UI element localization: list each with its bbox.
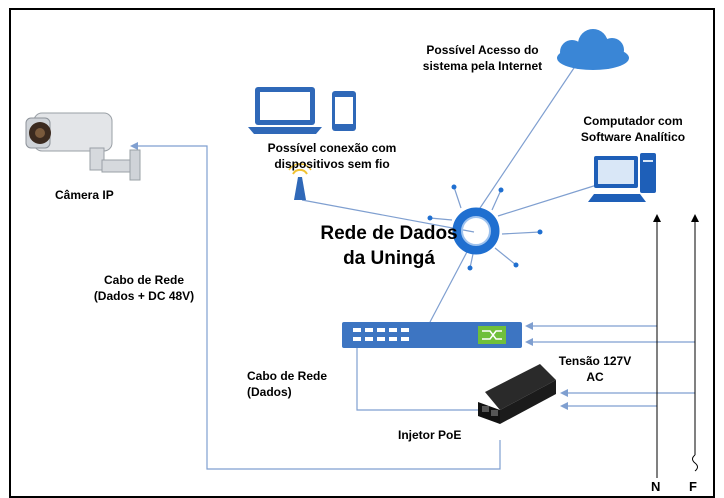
label-computer-line2: Software Analítico bbox=[580, 130, 686, 144]
link-internet bbox=[477, 61, 579, 212]
phase-fuse-icon bbox=[692, 454, 698, 472]
label-computer-line1: Computador com bbox=[583, 114, 683, 128]
laptop-icon bbox=[248, 87, 322, 134]
link-wireless bbox=[301, 199, 475, 233]
switch-icon bbox=[342, 322, 522, 348]
label-cable-poe: Cabo de Rede (Dados + DC 48V) bbox=[74, 272, 214, 304]
label-wireless: Possível conexão com dispositivos sem fi… bbox=[262, 140, 402, 172]
label-internet: Possível Acesso do sistema pela Internet bbox=[410, 42, 555, 74]
label-network: Rede de Dados da Uningá bbox=[304, 221, 474, 271]
cloud-icon bbox=[557, 29, 629, 70]
label-cable-data-line1: Cabo de Rede bbox=[247, 369, 328, 383]
arrowheads bbox=[130, 142, 568, 410]
label-cable-data: Cabo de Rede (Dados) bbox=[247, 368, 327, 400]
label-computer: Computador com Software Analítico bbox=[563, 113, 703, 145]
label-injector: Injetor PoE bbox=[398, 428, 462, 442]
label-wireless-line1: Possível conexão com bbox=[267, 141, 397, 155]
neutral-arrow-icon bbox=[653, 214, 661, 222]
label-cable-poe-line1: Cabo de Rede bbox=[103, 273, 184, 287]
label-cable-poe-line2: (Dados + DC 48V) bbox=[93, 289, 195, 303]
label-network-line2: da Uningá bbox=[343, 248, 435, 269]
label-camera: Câmera IP bbox=[55, 188, 114, 202]
label-internet-line1: Possível Acesso do bbox=[426, 43, 539, 57]
phase-arrow-icon bbox=[691, 214, 699, 222]
label-network-line1: Rede de Dados bbox=[320, 223, 458, 244]
network-ring-icon bbox=[427, 184, 543, 271]
cable-data bbox=[356, 347, 478, 411]
label-phase: F bbox=[689, 479, 697, 494]
camera-icon bbox=[25, 112, 141, 181]
ac-supply bbox=[656, 222, 698, 478]
label-voltage-line2: AC bbox=[586, 370, 604, 384]
wifi-antenna-icon bbox=[288, 163, 312, 200]
label-cable-data-line2: (Dados) bbox=[247, 385, 292, 399]
label-voltage-line1: Tensão 127V bbox=[558, 354, 632, 368]
link-computer bbox=[497, 183, 601, 217]
label-neutral: N bbox=[651, 479, 661, 494]
label-voltage: Tensão 127V AC bbox=[540, 353, 650, 385]
poe-injector-icon bbox=[478, 364, 556, 424]
label-wireless-line2: dispositivos sem fio bbox=[274, 157, 390, 171]
cable-poe bbox=[135, 145, 501, 470]
link-switch bbox=[429, 249, 469, 323]
connection-lines bbox=[135, 61, 695, 470]
computer-icon bbox=[588, 153, 656, 202]
phone-icon bbox=[332, 91, 356, 131]
label-internet-line2: sistema pela Internet bbox=[422, 59, 543, 73]
